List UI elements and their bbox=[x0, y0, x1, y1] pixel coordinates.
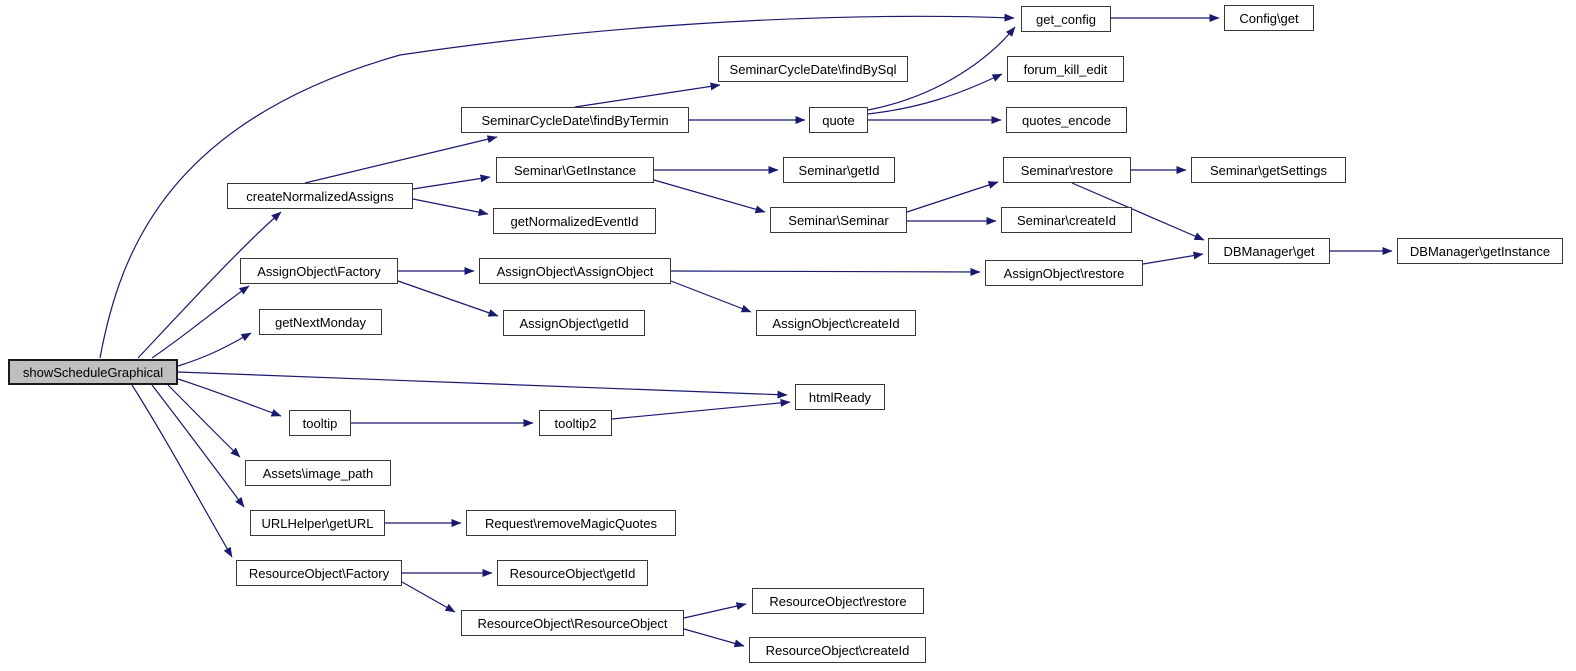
graph-node-seminar-getinstance[interactable]: Seminar\GetInstance bbox=[496, 157, 654, 183]
graph-node-assignobject-createid[interactable]: AssignObject\createId bbox=[756, 310, 916, 336]
graph-node-tooltip[interactable]: tooltip bbox=[289, 410, 351, 436]
edge-tooltip2--htmlready bbox=[611, 398, 791, 420]
graph-node-seminarcycledate-findbysql[interactable]: SeminarCycleDate\findBySql bbox=[718, 56, 908, 82]
graph-node-seminar-restore[interactable]: Seminar\restore bbox=[1003, 157, 1131, 183]
edge-show-schedule-graphical--create-normalized-assigns bbox=[137, 211, 282, 359]
graph-node-show-schedule-graphical: showScheduleGraphical bbox=[8, 359, 178, 385]
graph-node-seminar-createid[interactable]: Seminar\createId bbox=[1001, 207, 1132, 233]
graph-node-tooltip2[interactable]: tooltip2 bbox=[539, 410, 612, 436]
edge-seminarcycledate-findbytermin--seminarcycledate-findbysql bbox=[574, 82, 721, 108]
edge-show-schedule-graphical--assets-image-path bbox=[167, 384, 241, 458]
graph-node-seminar-getsettings[interactable]: Seminar\getSettings bbox=[1191, 157, 1346, 183]
graph-node-resourceobject-restore[interactable]: ResourceObject\restore bbox=[752, 588, 924, 614]
graph-node-seminar-seminar[interactable]: Seminar\Seminar bbox=[770, 207, 907, 233]
edge-create-normalized-assigns--seminarcycledate-findbytermin bbox=[304, 135, 498, 184]
edge-create-normalized-assigns--get-normalized-eventid bbox=[412, 198, 489, 217]
graph-node-config-get[interactable]: Config\get bbox=[1224, 5, 1314, 31]
graph-node-seminarcycledate-findbytermin[interactable]: SeminarCycleDate\findByTermin bbox=[461, 107, 689, 133]
edge-show-schedule-graphical--resourceobject-factory bbox=[131, 384, 233, 558]
graph-node-assignobject-factory[interactable]: AssignObject\Factory bbox=[240, 258, 398, 284]
graph-node-forum-kill-edit[interactable]: forum_kill_edit bbox=[1007, 56, 1124, 82]
edge-show-schedule-graphical--tooltip bbox=[177, 378, 282, 417]
graph-node-assignobject-restore[interactable]: AssignObject\restore bbox=[985, 260, 1143, 286]
edge-resourceobject-resourceobject--resourceobject-createid bbox=[683, 628, 745, 648]
graph-node-urlhelper-geturl[interactable]: URLHelper\getURL bbox=[250, 510, 385, 536]
graph-node-quotes-encode[interactable]: quotes_encode bbox=[1006, 107, 1127, 133]
edge-seminar-seminar--seminar-restore bbox=[906, 181, 999, 213]
edge-seminar-restore--dbmanager-get bbox=[1071, 182, 1205, 241]
graph-node-get-normalized-eventid[interactable]: getNormalizedEventId bbox=[493, 208, 656, 234]
graph-node-assignobject-getid[interactable]: AssignObject\getId bbox=[503, 310, 645, 336]
graph-node-get-config[interactable]: get_config bbox=[1021, 6, 1111, 32]
graph-node-resourceobject-getid[interactable]: ResourceObject\getId bbox=[497, 560, 648, 586]
edge-resourceobject-factory--resourceobject-resourceobject bbox=[401, 581, 456, 613]
edge-quote--forum-kill-edit bbox=[867, 73, 1003, 115]
graph-node-dbmanager-get[interactable]: DBManager\get bbox=[1208, 238, 1330, 264]
graph-node-resourceobject-factory[interactable]: ResourceObject\Factory bbox=[236, 560, 402, 586]
edge-assignobject-restore--dbmanager-get bbox=[1142, 251, 1204, 265]
edge-show-schedule-graphical--htmlready bbox=[177, 371, 788, 399]
edge-assignobject-factory--assignobject-getid bbox=[397, 280, 499, 317]
edge-quote--get-config bbox=[867, 26, 1016, 111]
graph-node-seminar-getid[interactable]: Seminar\getId bbox=[783, 157, 895, 183]
edge-create-normalized-assigns--seminar-getinstance bbox=[412, 174, 491, 190]
edge-assignobject-assignobject--assignobject-createid bbox=[670, 280, 752, 313]
edge-show-schedule-graphical--urlhelper-geturl bbox=[151, 384, 245, 508]
edge-show-schedule-graphical--get-next-monday bbox=[177, 332, 252, 367]
graph-node-htmlready[interactable]: htmlReady bbox=[795, 384, 885, 410]
edge-show-schedule-graphical--assignobject-factory bbox=[151, 285, 250, 359]
edge-assignobject-assignobject--assignobject-restore bbox=[670, 267, 981, 276]
graph-node-dbmanager-getinstance[interactable]: DBManager\getInstance bbox=[1397, 238, 1563, 264]
graph-node-quote[interactable]: quote bbox=[809, 107, 868, 133]
edge-resourceobject-resourceobject--resourceobject-restore bbox=[683, 602, 747, 619]
edge-seminar-getinstance--seminar-seminar bbox=[653, 179, 766, 214]
graph-node-assignobject-assignobject[interactable]: AssignObject\AssignObject bbox=[479, 258, 671, 284]
graph-node-assets-image-path[interactable]: Assets\image_path bbox=[245, 460, 391, 486]
graph-node-resourceobject-resourceobject[interactable]: ResourceObject\ResourceObject bbox=[461, 610, 684, 636]
graph-node-create-normalized-assigns[interactable]: createNormalizedAssigns bbox=[227, 183, 413, 209]
graph-node-request-removemagicquotes[interactable]: Request\removeMagicQuotes bbox=[466, 510, 676, 536]
graph-node-resourceobject-createid[interactable]: ResourceObject\createId bbox=[749, 637, 926, 663]
edge-show-schedule-graphical--get-config bbox=[99, 13, 1015, 359]
graph-node-get-next-monday[interactable]: getNextMonday bbox=[259, 309, 382, 335]
